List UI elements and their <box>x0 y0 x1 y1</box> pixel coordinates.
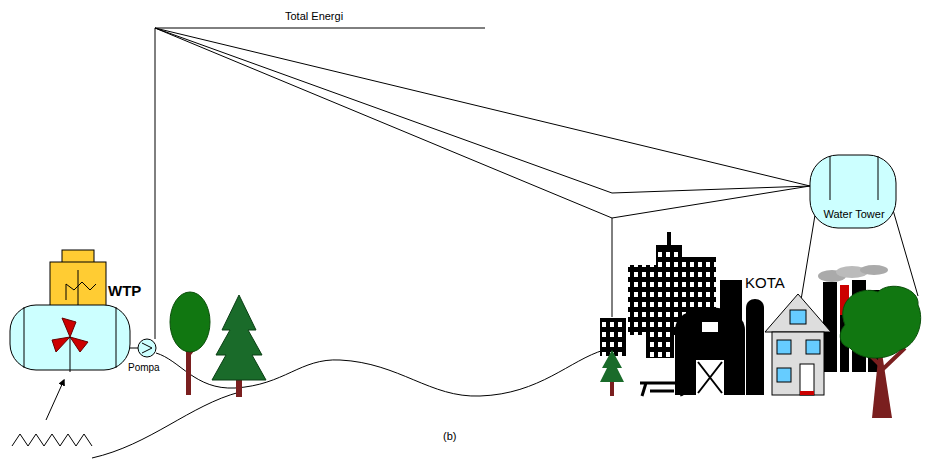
area-label: KOTA <box>745 274 785 291</box>
node-text: WTP <box>108 282 141 299</box>
treatment-plant <box>10 250 130 372</box>
pump-node: Pompa <box>128 338 164 378</box>
tank-node: Water Tower <box>808 152 900 230</box>
node-text: Water Tower <box>808 208 900 221</box>
pump-symbol <box>130 339 156 357</box>
plant-node: WTP <box>10 250 145 370</box>
axis-label: Total Energi <box>285 10 343 23</box>
city <box>600 232 921 418</box>
node-text: Pompa <box>128 362 160 374</box>
figure-caption: (b) <box>443 430 456 443</box>
trees <box>170 292 266 397</box>
energy-lines <box>155 28 918 339</box>
